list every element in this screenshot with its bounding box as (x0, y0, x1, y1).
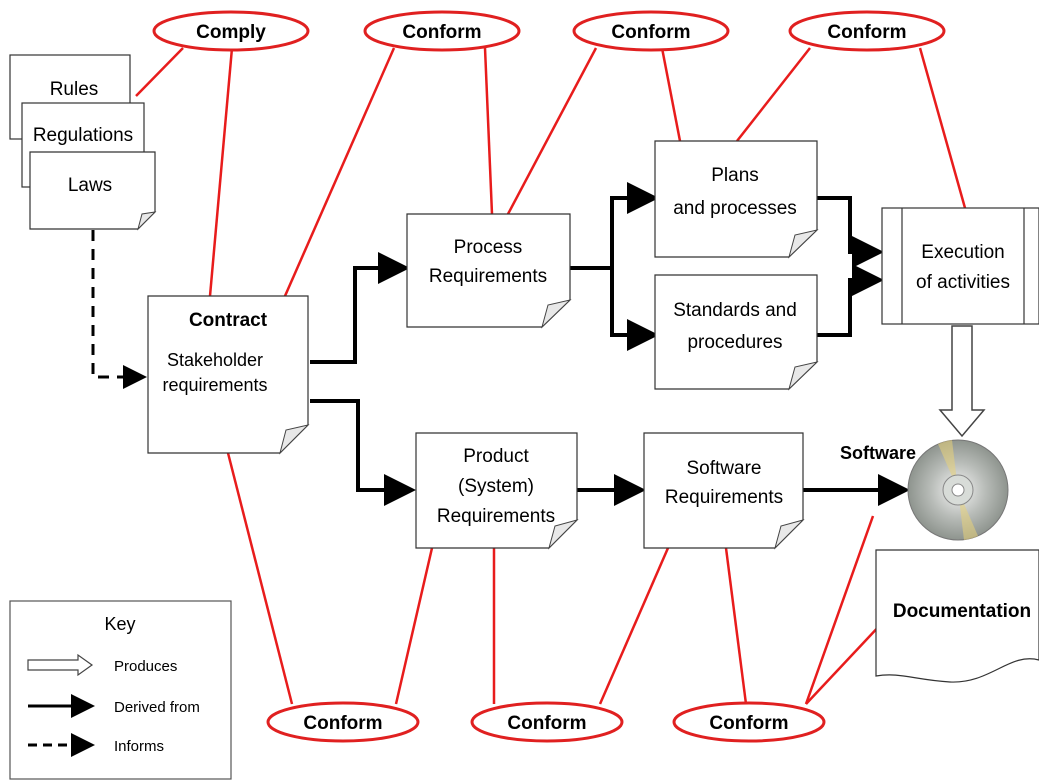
informs-arrow (91, 230, 147, 389)
oval-label: Conform (507, 713, 586, 734)
laws-label: Laws (68, 175, 112, 196)
oval-conform-bottom-2: Conform (470, 701, 624, 743)
oval-label: Conform (303, 713, 382, 734)
software-req-line2: Requirements (665, 487, 783, 508)
produces-key-icon (27, 653, 94, 677)
plans-line1: Plans (711, 165, 759, 186)
plans-line2: and processes (673, 198, 797, 219)
conform-lines (135, 47, 967, 705)
execution-line2: of activities (916, 272, 1010, 293)
process-req-line1: Process (454, 237, 523, 258)
derived-arrows (310, 182, 910, 506)
standards-line1: Standards and (673, 300, 797, 321)
key-title: Key (104, 614, 135, 634)
product-req-line2: (System) (458, 476, 534, 497)
oval-comply: Comply (152, 10, 310, 52)
laws-doc: Laws (29, 151, 157, 231)
product-requirements-doc: Product (System) Requirements (415, 432, 579, 550)
product-req-line1: Product (463, 446, 529, 467)
product-req-line3: Requirements (437, 506, 555, 527)
documentation-doc: Documentation (875, 549, 1039, 683)
key-informs-label: Informs (114, 738, 164, 755)
software-label: Software (840, 443, 916, 463)
contract-subtitle-1: Stakeholder (167, 350, 263, 370)
oval-label: Comply (196, 22, 266, 43)
execution-line1: Execution (921, 242, 1004, 263)
produces-arrow (938, 325, 986, 438)
plans-doc: Plans and processes (654, 140, 819, 259)
software-req-line1: Software (687, 458, 762, 479)
rules-label: Rules (50, 79, 99, 100)
regulations-label: Regulations (33, 125, 133, 146)
documentation-label: Documentation (893, 601, 1031, 622)
oval-label: Conform (709, 713, 788, 734)
contract-title: Contract (189, 310, 268, 331)
contract-doc: Contract Stakeholder requirements (147, 295, 310, 455)
process-requirements-doc: Process Requirements (406, 213, 572, 329)
key-derived-label: Derived from (114, 699, 200, 716)
key-legend: Key Produces Derived from Informs (9, 600, 232, 780)
oval-conform-top-2: Conform (572, 10, 730, 52)
oval-label: Conform (827, 22, 906, 43)
oval-conform-bottom-1: Conform (266, 701, 420, 743)
execution-box: Execution of activities (881, 207, 1039, 325)
oval-conform-top-1: Conform (363, 10, 521, 52)
key-produces-label: Produces (114, 658, 177, 675)
process-req-line2: Requirements (429, 266, 547, 287)
contract-subtitle-2: requirements (162, 375, 267, 395)
standards-line2: procedures (687, 332, 782, 353)
oval-label: Conform (611, 22, 690, 43)
oval-label: Conform (402, 22, 481, 43)
software-requirements-doc: Software Requirements (643, 432, 805, 550)
standards-doc: Standards and procedures (654, 274, 819, 391)
oval-conform-top-3: Conform (788, 10, 946, 52)
oval-conform-bottom-3: Conform (672, 701, 826, 743)
software-cd-icon (907, 439, 1009, 541)
